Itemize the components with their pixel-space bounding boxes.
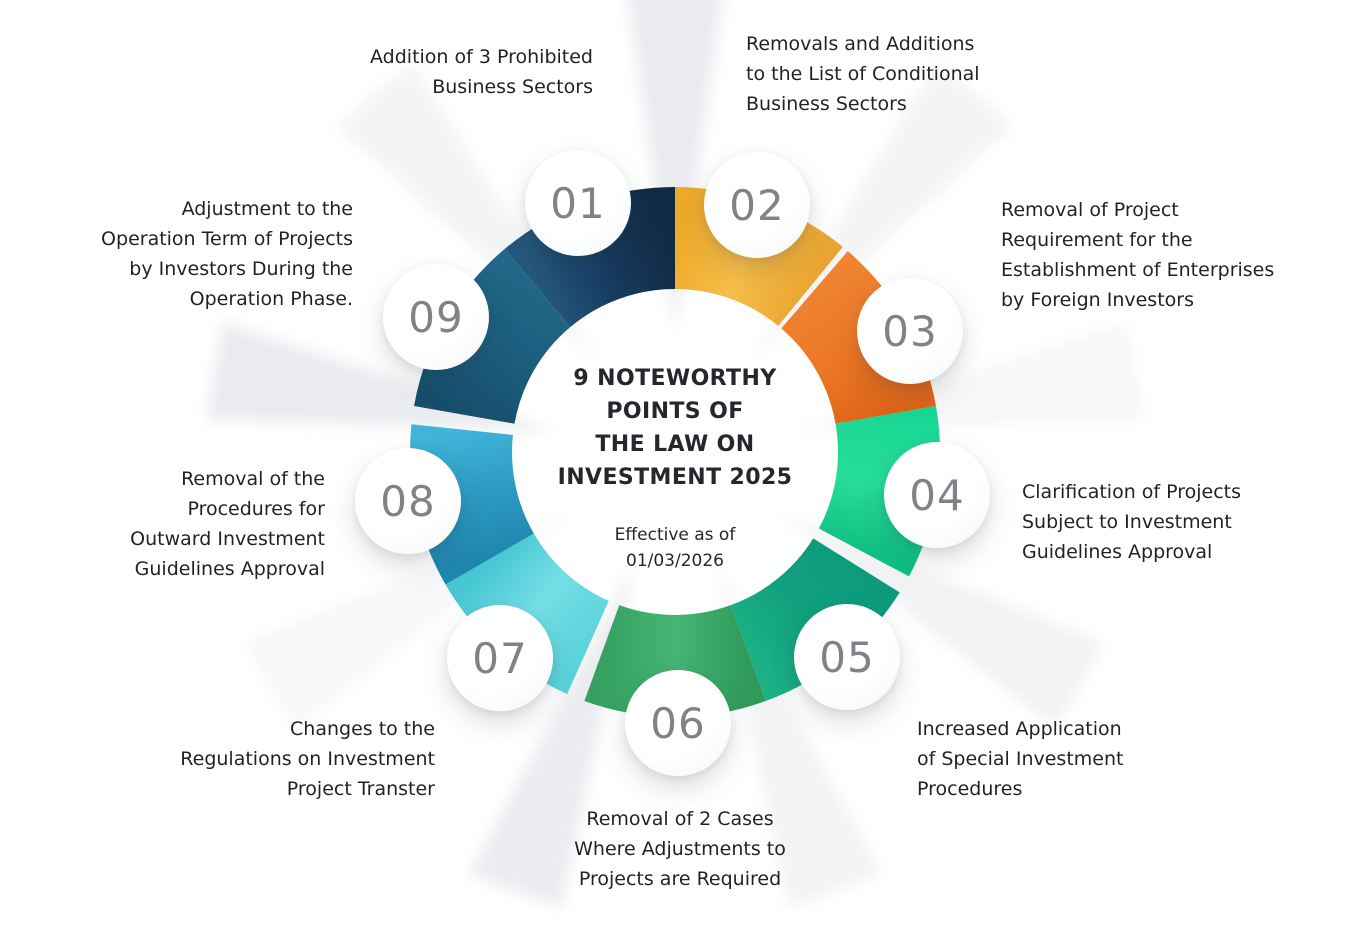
number-badge-02: 02	[704, 152, 810, 258]
label-point-09: Adjustment to the Operation Term of Proj…	[101, 198, 353, 310]
label-point-01: Addition of 3 Prohibited Business Sector…	[370, 46, 593, 98]
number-badge-04: 04	[884, 442, 990, 548]
label-point-04: Clarification of Projects Subject to Inv…	[1022, 481, 1242, 563]
label-point-05: Increased Application of Special Investm…	[917, 718, 1124, 800]
number-badge-09: 09	[383, 264, 489, 370]
center-title: 9 NOTEWORTHY POINTS OF THE LAW ON INVEST…	[557, 366, 793, 490]
number-badge-06: 06	[625, 670, 731, 776]
number-badge-01: 01	[525, 150, 631, 256]
label-point-06: Removal of 2 Cases Where Adjustments to …	[574, 808, 786, 890]
number-badge-03: 03	[857, 278, 963, 384]
center-subtitle: Effective as of 01/03/2026	[614, 525, 736, 571]
label-point-08: Removal of the Procedures for Outward In…	[130, 468, 325, 580]
number-badge-07: 07	[447, 605, 553, 711]
number-badge-05: 05	[794, 604, 900, 710]
wheel-center-text: 9 NOTEWORTHY POINTS OF THE LAW ON INVEST…	[558, 343, 793, 593]
label-point-02: Removals and Additions to the List of Co…	[746, 33, 980, 115]
number-badge-08: 08	[355, 448, 461, 554]
boundary-rays	[206, 0, 1144, 909]
label-point-07: Changes to the Regulations on Investment…	[180, 718, 435, 800]
label-point-03: Removal of Project Requirement for the E…	[1001, 199, 1275, 311]
